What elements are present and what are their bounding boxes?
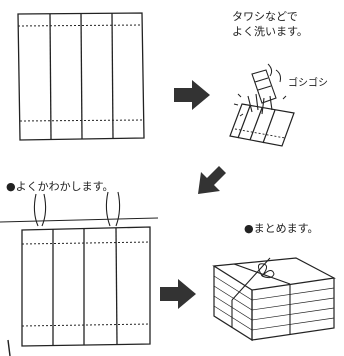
dry-caption: ●よくかわかします。	[6, 180, 114, 193]
scrubbing-carton	[229, 103, 295, 147]
scrub-sound-label: ゴシゴシ	[288, 78, 328, 89]
arrow-right-icon	[174, 80, 210, 110]
bundled-stack	[212, 257, 336, 342]
arrow-down-left-icon	[198, 166, 226, 194]
scrub-caption-line2: よく洗います。	[232, 25, 308, 38]
arrow-right-icon	[160, 279, 196, 309]
unfolded-carton	[17, 12, 145, 141]
scrub-brush-icon	[233, 63, 287, 117]
scrub-caption-line1: タワシなどで	[232, 10, 298, 23]
hanging-carton	[0, 191, 159, 356]
bundle-caption: ●まとめます。	[244, 222, 319, 235]
